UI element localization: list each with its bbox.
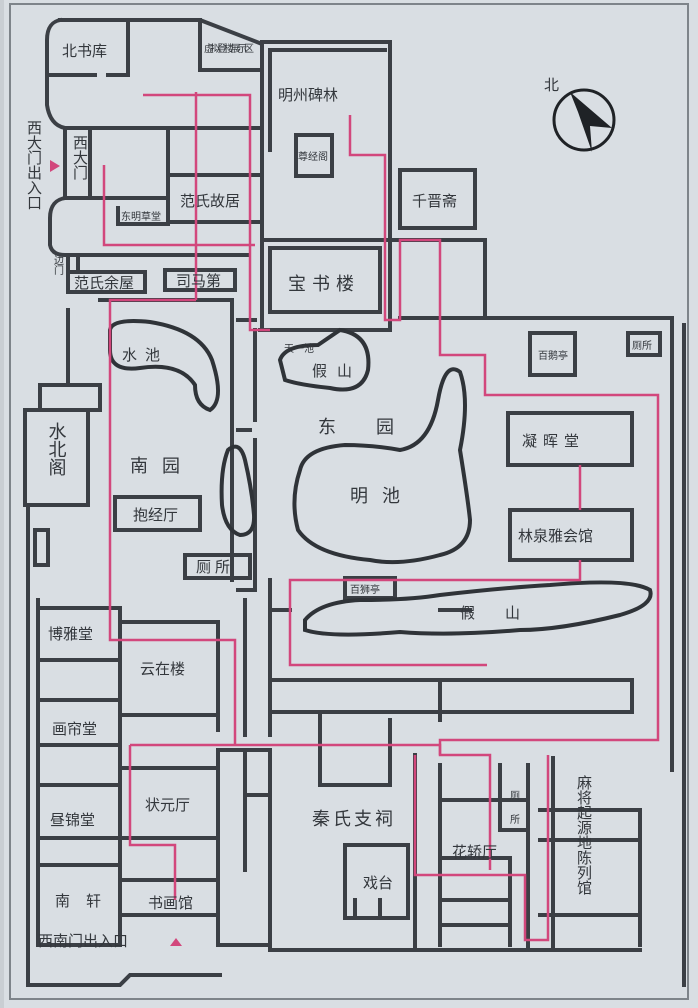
label-xi-tai: 戏台 xyxy=(363,874,393,892)
map-frame xyxy=(9,3,689,1000)
label-qian-jin-zhai: 千晋斋 xyxy=(412,192,457,210)
label-zhou-jin-tang: 昼锦堂 xyxy=(50,811,95,829)
label-lin-quan: 林泉雅会馆 xyxy=(518,527,593,545)
label-bao-shu-lou: 宝书楼 xyxy=(288,274,360,295)
label-southwest-gate-entrance: 西南门出入口 xyxy=(38,932,128,950)
south-pond xyxy=(219,444,257,538)
label-si-ma-di: 司马第 xyxy=(176,272,221,290)
label-bai-e-ting: 百鹅亭 xyxy=(538,349,568,362)
label-zun-jing-ge: 尊经阁 xyxy=(298,150,328,163)
label-bo-ya-tang: 博雅堂 xyxy=(48,625,93,643)
tour-route xyxy=(102,92,660,942)
label-fan-shi-yu-wu: 范氏余屋 xyxy=(74,274,134,292)
label-shui-chi: 水池 xyxy=(122,346,168,364)
label-ming-chi: 明池 xyxy=(350,486,414,507)
ming-pond xyxy=(292,367,473,565)
label-ma-jiang: 麻将起源地陈列馆 xyxy=(575,775,593,895)
label-zhuang-yuan-ting: 状元厅 xyxy=(145,796,190,814)
label-yun-zai-lou: 云在楼 xyxy=(140,660,185,678)
label-hua-jiao-ting: 花轿厅 xyxy=(452,843,497,861)
southwest-gate-marker xyxy=(170,938,182,946)
label-ming-zhou-bei-lin: 明州碑林 xyxy=(278,86,338,104)
compass-needle-icon xyxy=(570,92,612,152)
label-bao-jing-ting: 抱经厅 xyxy=(133,506,178,524)
label-nan-xuan: 南轩 xyxy=(55,892,117,910)
walls xyxy=(23,17,686,987)
label-xi-da-men: 西大门 xyxy=(71,135,89,181)
label-west-gate-entrance: 西大门出入口 xyxy=(25,120,43,210)
tianyi-pond xyxy=(277,327,371,392)
label-toilet-2: 厕所 xyxy=(196,558,234,576)
label-toilet-3: 厕所 xyxy=(508,790,520,838)
labels: 北书库 虚拟登楼展示区 明州碑林 尊经阁 千晋斋 西大门出入口 西大门 范氏故居… xyxy=(25,42,652,950)
west-gate-marker xyxy=(50,160,60,172)
label-toilet-1: 厕所 xyxy=(632,340,652,352)
rockery xyxy=(303,580,653,637)
label-dong-yuan: 东园 xyxy=(318,417,434,438)
label-bian-men: 边门 xyxy=(52,255,64,276)
label-hua-lian-tang: 画帘堂 xyxy=(52,720,97,738)
label-shu-hua-guan: 书画馆 xyxy=(148,894,193,912)
ponds xyxy=(108,319,653,637)
compass: 北 xyxy=(544,76,616,152)
label-fan-shi-gu-ju: 范氏故居 xyxy=(180,192,240,210)
label-shui-bei-ge: 水北阁 xyxy=(46,422,67,477)
label-bei-shu-ku: 北书库 xyxy=(62,42,107,60)
label-ning-hui-tang: 凝晖堂 xyxy=(522,432,585,450)
compass-circle xyxy=(552,88,616,152)
label-nan-yuan: 南园 xyxy=(130,456,194,477)
label-jia-shan-1: 假山 xyxy=(312,362,362,380)
label-qin-shi-zhi-ci: 秦氏支祠 xyxy=(312,809,396,830)
label-jia-shan-2: 假山 xyxy=(460,604,550,622)
compass-north-label: 北 xyxy=(544,76,559,94)
label-bai-shi-ting: 百狮亭 xyxy=(350,583,380,596)
label-xu-ni: 虚拟登楼展示区 xyxy=(204,42,254,55)
water-pond xyxy=(108,319,220,413)
label-dong-ming-cao-tang: 东明草堂 xyxy=(121,210,161,223)
label-tian-yi-chi: 天一池 xyxy=(284,342,314,355)
